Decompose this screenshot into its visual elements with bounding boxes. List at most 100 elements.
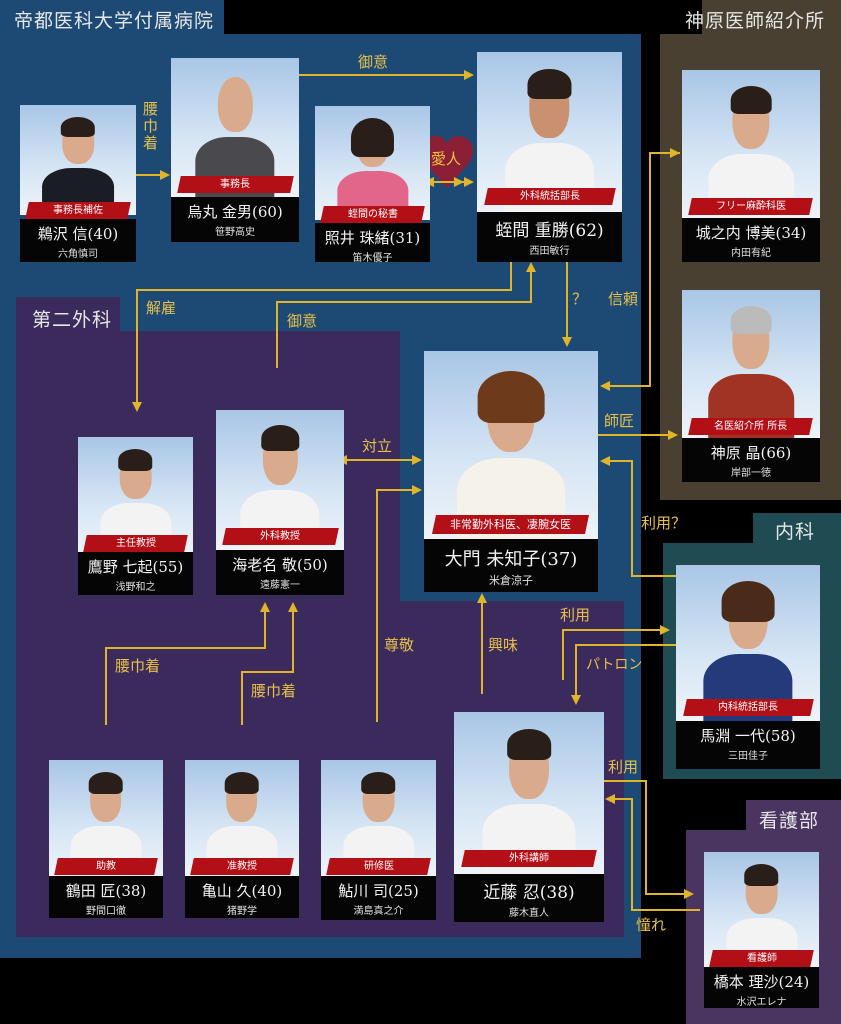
character-name: 烏丸 金男(60) [187,203,283,221]
person-card-kondo[interactable]: 外科講師 近藤 忍(38) 藤木直人 [454,712,604,922]
role-badge: 看護師 [709,950,814,967]
relation-label-mabuchi-daimon: 利用？ [641,514,687,532]
actor-name: 猪野学 [227,906,257,917]
relation-label-daimon-kanbara: 師匠 [604,412,635,430]
role-badge: 外科講師 [461,850,597,867]
actor-name: 六角慎司 [58,249,98,260]
relation-label-uzawa-karasuma: 腰巾着 [141,101,159,152]
nameplate: 照井 珠緒(31) 笛木優子 [315,223,430,264]
character-name: 城之内 博美(34) [695,224,807,242]
relation-label-kondo-hashimoto: 利用 [608,758,639,776]
person-card-terui[interactable]: 蛭間の秘書 照井 珠緒(31) 笛木優子 [315,106,430,264]
nameplate: 橋本 理沙(24) 水沢エレナ [704,967,819,1008]
portrait-photo [676,565,820,721]
character-name: 照井 珠緒(31) [324,229,421,247]
character-name: 鶴田 匠(38) [65,882,147,900]
role-badge: 准教授 [190,858,294,875]
role-badge: 名医紹介所 所長 [688,418,814,435]
role-badge: フリー麻酔科医 [688,198,814,215]
character-name: 馬淵 一代(58) [700,727,796,745]
character-name: 鵜沢 信(40) [37,225,119,243]
actor-name: 笹野高史 [215,227,255,238]
nameplate: 鮎川 司(25) 満島真之介 [321,876,436,920]
person-card-kanbara[interactable]: 名医紹介所 所長 神原 晶(66) 岸部一徳 [682,290,820,482]
actor-name: 水沢エレナ [736,997,787,1008]
actor-name: 西田敏行 [529,246,570,257]
role-badge: 事務長 [176,176,294,193]
person-card-tsuruta[interactable]: 助教 鶴田 匠(38) 野間口徹 [49,760,163,918]
relation-label-ebina-hiruma: 御意 [287,312,318,330]
person-card-karasuma[interactable]: 事務長 烏丸 金男(60) 笹野高史 [171,58,299,242]
person-card-takano[interactable]: 主任教授 鷹野 七起(55) 浅野和之 [78,437,193,595]
relation-label-mabuchi-kondo: パトロン [586,657,643,673]
nameplate: 蛭間 重勝(62) 西田敏行 [477,212,622,262]
actor-name: 岸部一徳 [731,468,771,479]
person-card-hiruma[interactable]: 外科統括部長 蛭間 重勝(62) 西田敏行 [477,52,622,262]
person-card-ayukawa[interactable]: 研修医 鮎川 司(25) 満島真之介 [321,760,436,920]
portrait-photo [682,70,820,218]
person-card-ebina[interactable]: 外科教授 海老名 敬(50) 遠藤憲一 [216,410,344,595]
relation-label-kondo-daimon: 興味 [488,636,519,654]
actor-name: 米倉涼子 [489,574,533,587]
nameplate: 鷹野 七起(55) 浅野和之 [78,552,193,595]
relation-label-karasuma-hiruma: 御意 [358,53,389,71]
portrait-photo [704,852,819,967]
relation-label-ayukawa-daimon: 尊敬 [384,636,415,654]
nameplate: 城之内 博美(34) 内田有紀 [682,218,820,262]
region-title-internal-medicine: 内科 [774,521,815,543]
character-name: 大門 未知子(37) [444,549,578,570]
role-badge: 内科統括部長 [682,699,814,716]
portrait-photo [477,52,622,212]
portrait-photo [216,410,344,550]
role-badge: 主任教授 [83,535,188,552]
nameplate: 海老名 敬(50) 遠藤憲一 [216,550,344,595]
role-badge: 外科教授 [221,528,339,545]
actor-name: 浅野和之 [115,582,156,593]
portrait-photo [424,351,598,539]
actor-name: 藤木直人 [509,908,549,919]
person-card-hashimoto[interactable]: 看護師 橋本 理沙(24) 水沢エレナ [704,852,819,1008]
region-title-hospital: 帝都医科大学付属病院 [14,10,215,32]
relation-label-kameyama-ebina: 腰巾着 [251,682,297,700]
region-title-second-surgery: 第二外科 [32,309,113,331]
portrait-photo [315,106,430,220]
role-badge: 非常勤外科医、凄腕女医 [432,515,590,534]
portrait-photo [682,290,820,438]
character-name: 神原 晶(66) [710,444,792,462]
region-title-kanbara-agency: 神原医師紹介所 [684,10,825,32]
actor-name: 野間口徹 [86,906,126,917]
nameplate: 烏丸 金男(60) 笹野高史 [171,197,299,242]
relation-label-tsuruta-ebina: 腰巾着 [115,657,161,675]
nameplate: 馬淵 一代(58) 三田佳子 [676,721,820,769]
portrait-photo [454,712,604,874]
actor-name: 遠藤憲一 [260,580,300,591]
character-name: 鷹野 七起(55) [87,558,184,576]
relation-label-ebina-daimon: 対立 [362,437,393,455]
nameplate: 近藤 忍(38) 藤木直人 [454,874,604,922]
relation-label-jonouchi-daimon: 信頼 [608,290,639,308]
person-card-uzawa[interactable]: 事務長補佐 鵜沢 信(40) 六角慎司 [20,105,136,262]
person-card-daimon[interactable]: 非常勤外科医、凄腕女医 大門 未知子(37) 米倉涼子 [424,351,598,592]
character-name: 鮎川 司(25) [338,882,419,900]
actor-name: 三田佳子 [728,751,768,762]
region-title-nursing: 看護部 [758,810,819,832]
portrait-photo [321,760,436,876]
person-card-kameyama[interactable]: 准教授 亀山 久(40) 猪野学 [185,760,299,918]
role-badge: 事務長補佐 [25,202,131,219]
relation-label-terui-hiruma: 愛人 [431,150,462,168]
nameplate: 亀山 久(40) 猪野学 [185,876,299,918]
person-card-mabuchi[interactable]: 内科統括部長 馬淵 一代(58) 三田佳子 [676,565,820,769]
character-name: 近藤 忍(38) [483,883,575,903]
role-badge: 外科統括部長 [483,188,616,205]
character-name: 橋本 理沙(24) [713,973,810,991]
character-name: 亀山 久(40) [201,882,283,900]
relation-label-kondo-mabuchi: 利用 [560,606,591,624]
portrait-photo [20,105,136,215]
person-card-jonouchi[interactable]: フリー麻酔科医 城之内 博美(34) 内田有紀 [682,70,820,262]
role-badge: 研修医 [326,858,431,875]
nameplate: 大門 未知子(37) 米倉涼子 [424,539,598,592]
actor-name: 内田有紀 [731,248,771,259]
actor-name: 笛木優子 [352,253,393,264]
character-name: 海老名 敬(50) [232,556,328,574]
actor-name: 満島真之介 [353,906,404,917]
